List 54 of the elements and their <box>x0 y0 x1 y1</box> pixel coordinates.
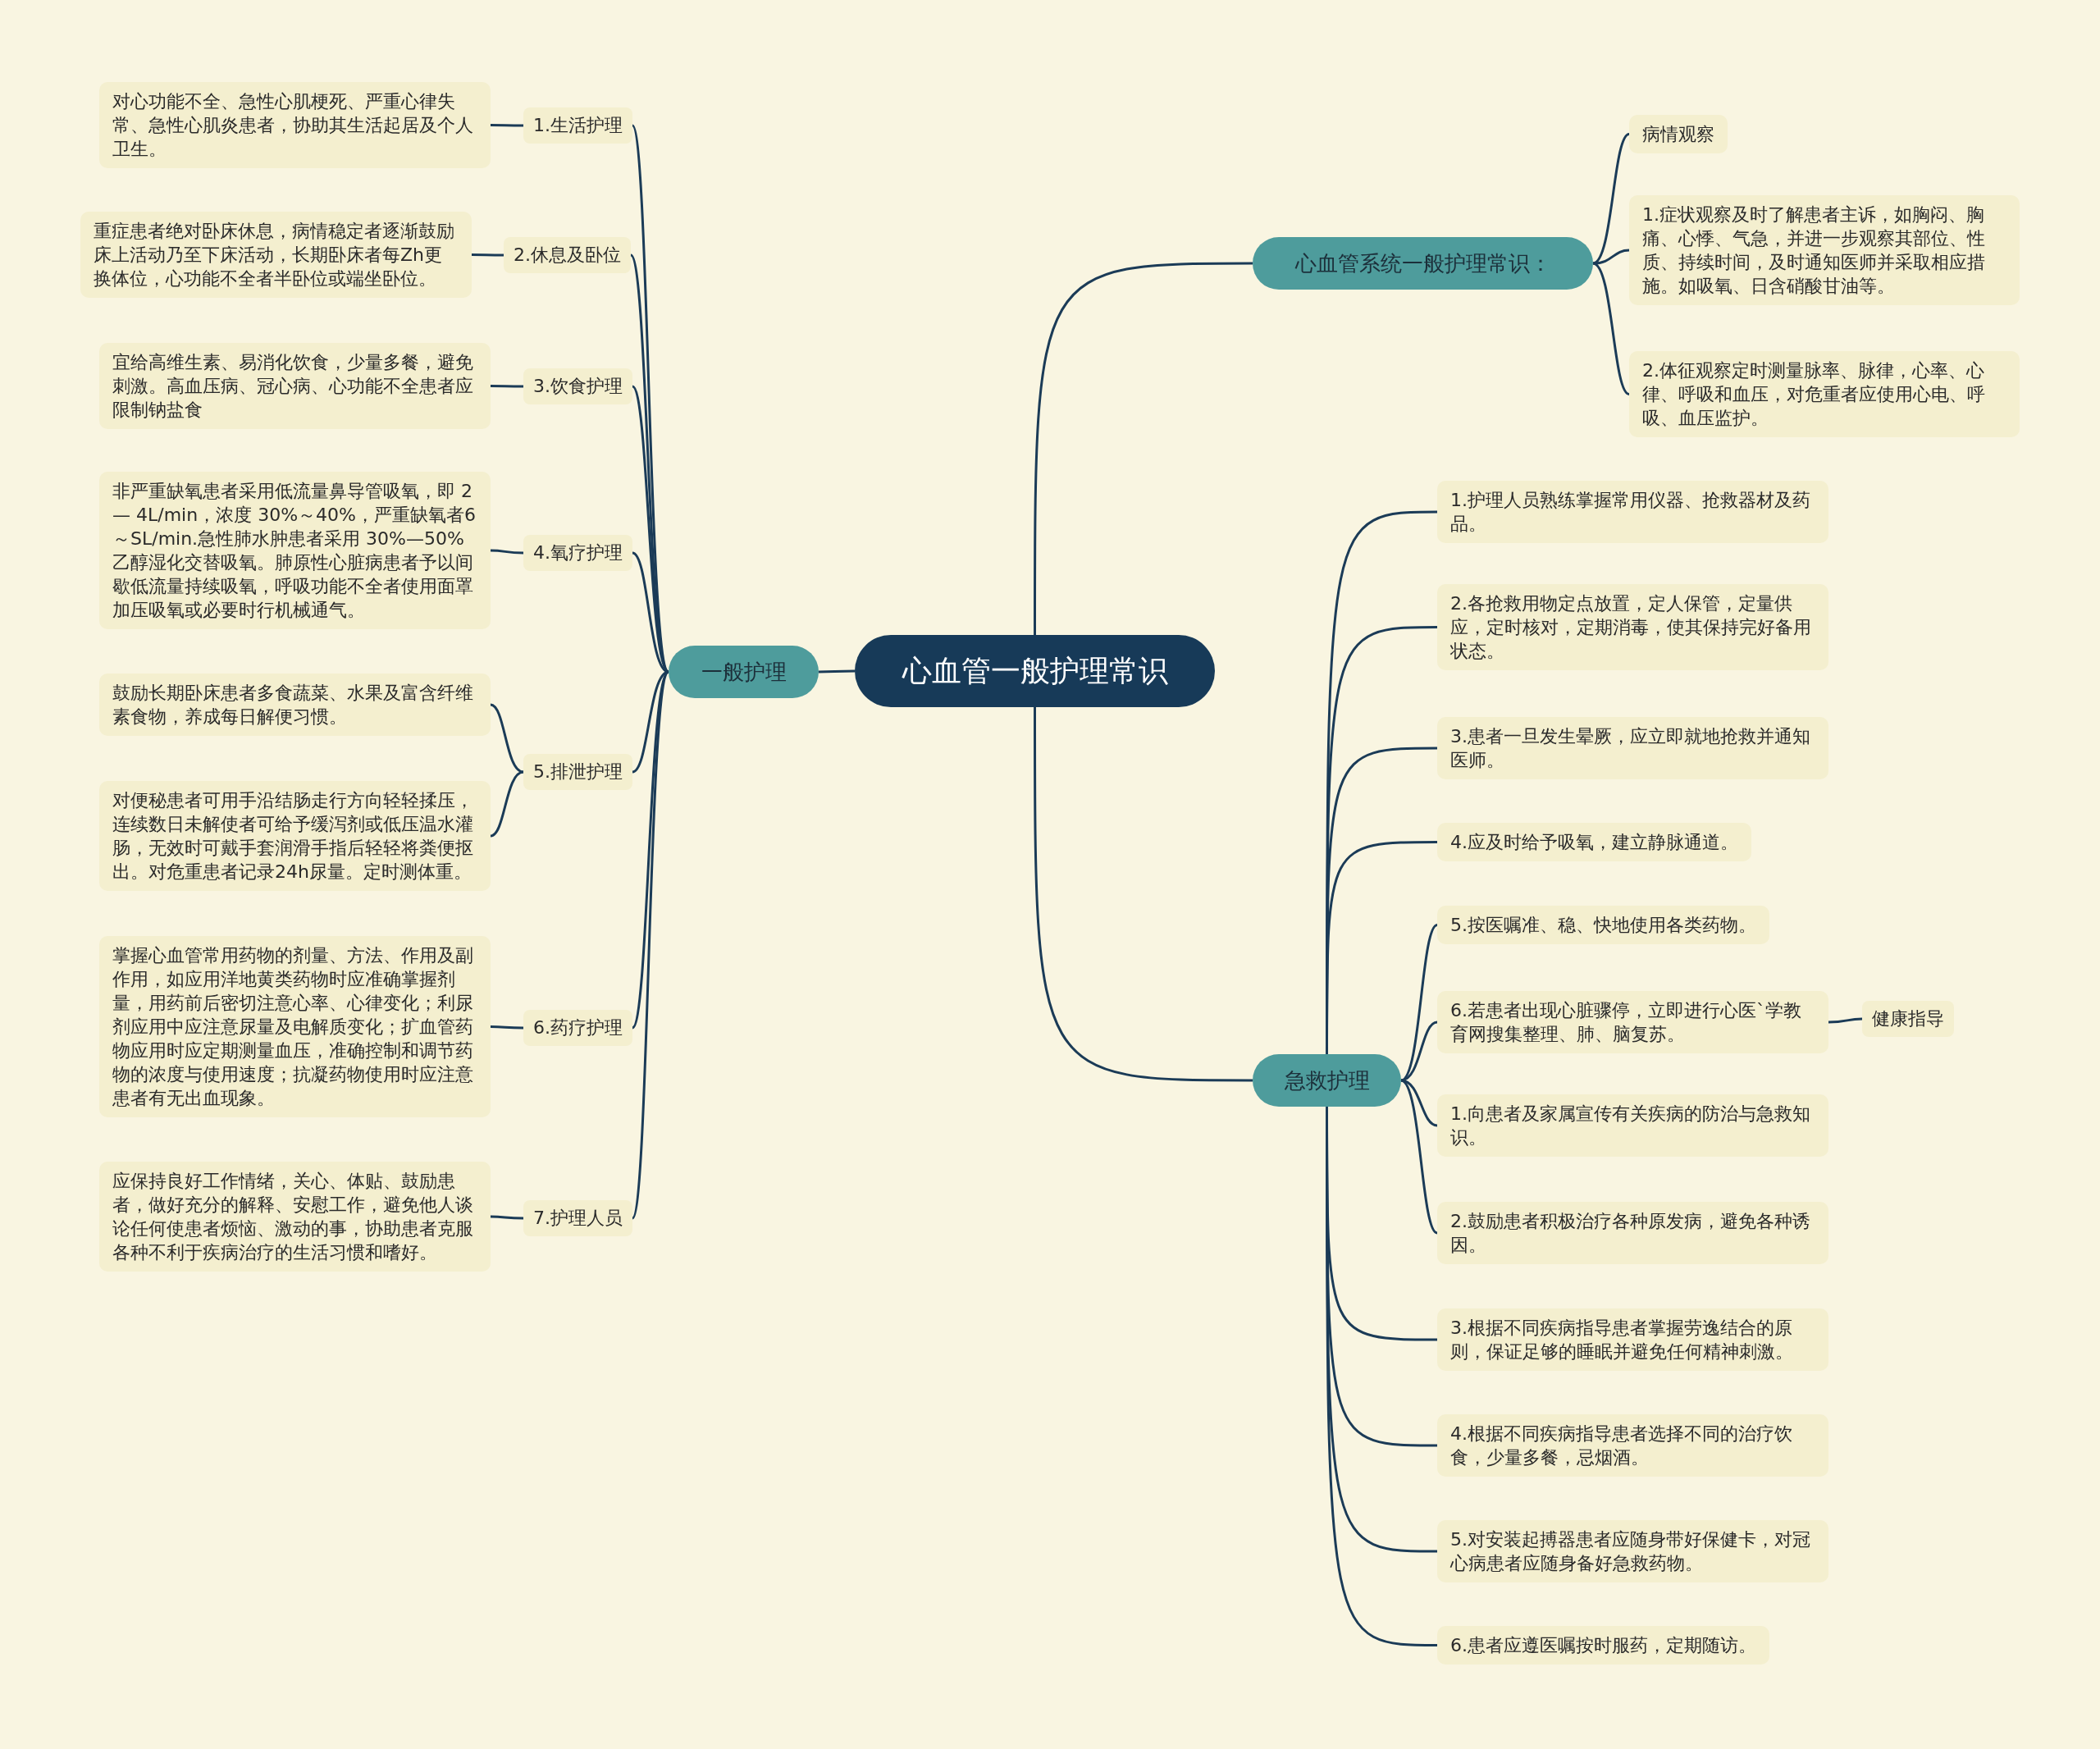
note-box: 非严重缺氧患者采用低流量鼻导管吸氧，即 2— 4L/min，浓度 30%～40%，严重缺氧者6～SL/min.急性肺水肿患者采用 30%—50%乙醇湿化交替吸氧。肺原性心脏病患者予以间歇低流量持续吸氧，呼吸功能不全者使用面罩加压吸氧或必要时行机械通气。 <box>99 472 491 629</box>
connector-line <box>1592 262 1630 395</box>
connector-line <box>1400 1021 1438 1082</box>
subtopic-label: 1.生活护理 <box>523 107 632 144</box>
connector-line <box>472 253 504 257</box>
subtopic-label: 2.休息及卧位 <box>504 237 631 273</box>
note-box: 5.按医嘱准、稳、快地使用各类药物。 <box>1437 906 1769 944</box>
subtopic-label: 7.护理人员 <box>523 1200 632 1236</box>
note-box: 4.根据不同疾病指导患者选择不同的治疗饮食，少量多餐，忌烟酒。 <box>1437 1414 1828 1477</box>
connector-line <box>631 125 670 673</box>
note-box: 鼓励长期卧床患者多食蔬菜、水果及富含纤维素食物，养成每日解便习惯。 <box>99 674 491 736</box>
topic-pill: 一般护理 <box>669 646 819 698</box>
connector-line <box>491 1025 523 1030</box>
subtopic-label: 4.氧疗护理 <box>523 535 632 571</box>
connector-line <box>490 703 524 774</box>
central-topic: 心血管一般护理常识 <box>855 635 1215 707</box>
note-box: 1.症状观察及时了解患者主诉，如胸闷、胸痛、心悸、气急，并进一步观察其部位、性质、持续时间，及时通知医师并采取相应措施。如吸氧、日含硝酸甘油等。 <box>1629 195 2020 305</box>
note-box: 2.鼓励患者积极治疗各种原发病，避免各种诱因。 <box>1437 1202 1828 1264</box>
connector-line <box>491 124 523 127</box>
connector-line <box>1034 262 1253 635</box>
connector-line <box>490 770 524 838</box>
note-box: 病情观察 <box>1629 115 1728 153</box>
connector-line <box>491 385 523 388</box>
connector-line <box>1828 1017 1863 1024</box>
connector-line <box>491 1215 523 1220</box>
note-box: 2.各抢救用物定点放置，定人保管，定量供应，定时核对，定期消毒，使其保持完好备用状态。 <box>1437 584 1828 670</box>
connector-line <box>819 669 855 674</box>
subtopic-label: 3.饮食护理 <box>523 368 632 404</box>
note-box: 对便秘患者可用手沿结肠走行方向轻轻揉压，连续数日未解使者可给予缓泻剂或低压温水灌肠，无效时可戴手套润滑手指后轻轻将粪便抠出。对危重患者记录24h尿量。定时测体重。 <box>99 781 491 891</box>
note-box: 3.患者一旦发生晕厥，应立即就地抢救并通知医师。 <box>1437 717 1828 779</box>
note-box: 1.护理人员熟练掌握常用仪器、抢救器材及药品。 <box>1437 481 1828 543</box>
subtopic-label: 5.排泄护理 <box>523 754 632 790</box>
note-box: 2.体征观察定时测量脉率、脉律，心率、心律、呼吸和血压，对危重者应使用心电、呼吸、血压监护。 <box>1629 351 2020 437</box>
note-box: 5.对安装起搏器患者应随身带好保健卡，对冠心病患者应随身备好急救药物。 <box>1437 1520 1828 1582</box>
subtopic-label: 6.药疗护理 <box>523 1010 632 1046</box>
subtopic-label: 健康指导 <box>1862 1001 1954 1037</box>
note-box: 3.根据不同疾病指导患者掌握劳逸结合的原则，保证足够的睡眠并避免任何精神刺激。 <box>1437 1308 1828 1371</box>
note-box: 重症患者绝对卧床休息，病情稳定者逐渐鼓励床上活动乃至下床活动，长期卧床者每Zh更换体位，心功能不全者半卧位或端坐卧位。 <box>80 212 472 298</box>
connector-line <box>1400 1079 1438 1235</box>
note-box: 掌握心血管常用药物的剂量、方法、作用及副作用，如应用洋地黄类药物时应准确掌握剂量，用药前后密切注意心率、心律变化；利尿剂应用中应注意尿量及电解质变化；扩血管药物应用时应定期测量血压，准确控制和调节药物的浓度与使用速度；抗凝药物使用时应注意患者有无出血现象。 <box>99 936 491 1117</box>
topic-pill: 急救护理 <box>1253 1054 1401 1107</box>
note-box: 1.向患者及家属宣传有关疾病的防治与急救知识。 <box>1437 1094 1828 1157</box>
note-box: 应保持良好工作情绪，关心、体贴、鼓励患者，做好充分的解释、安慰工作，避免他人谈论任何使患者烦恼、激动的事，协助患者克服各种不利于疾病治疗的生活习惯和嗜好。 <box>99 1162 491 1272</box>
note-box: 6.若患者出现心脏骤停，立即进行心医`学教育网搜集整理、肺、脑复苏。 <box>1437 991 1828 1053</box>
connector-line <box>1326 841 1437 1054</box>
note-box: 4.应及时给予吸氧，建立静脉通道。 <box>1437 823 1751 861</box>
note-box: 对心功能不全、急性心肌梗死、严重心律失常、急性心肌炎患者，协助其生活起居及个人卫生。 <box>99 82 491 168</box>
note-box: 宜给高维生素、易消化饮食，少量多餐，避免刺激。高血压病、冠心病、心功能不全患者应限制钠盐食 <box>99 343 491 429</box>
connector-line <box>1034 707 1253 1082</box>
topic-pill: 心血管系统一般护理常识： <box>1253 237 1593 290</box>
connector-line <box>490 549 523 555</box>
note-box: 6.患者应遵医嘱按时服药，定期随访。 <box>1437 1626 1769 1665</box>
connector-line <box>631 671 670 1219</box>
connector-line <box>1592 249 1630 265</box>
